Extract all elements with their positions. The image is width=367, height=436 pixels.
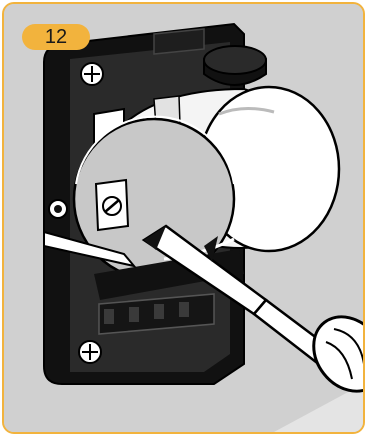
installation-illustration [4, 4, 363, 432]
terminal-block [96, 180, 128, 230]
screw-icon [81, 63, 103, 85]
top-knob [204, 46, 266, 85]
screw-icon [49, 200, 67, 218]
step-number-badge: 12 [22, 24, 90, 50]
screw-icon [79, 341, 101, 363]
